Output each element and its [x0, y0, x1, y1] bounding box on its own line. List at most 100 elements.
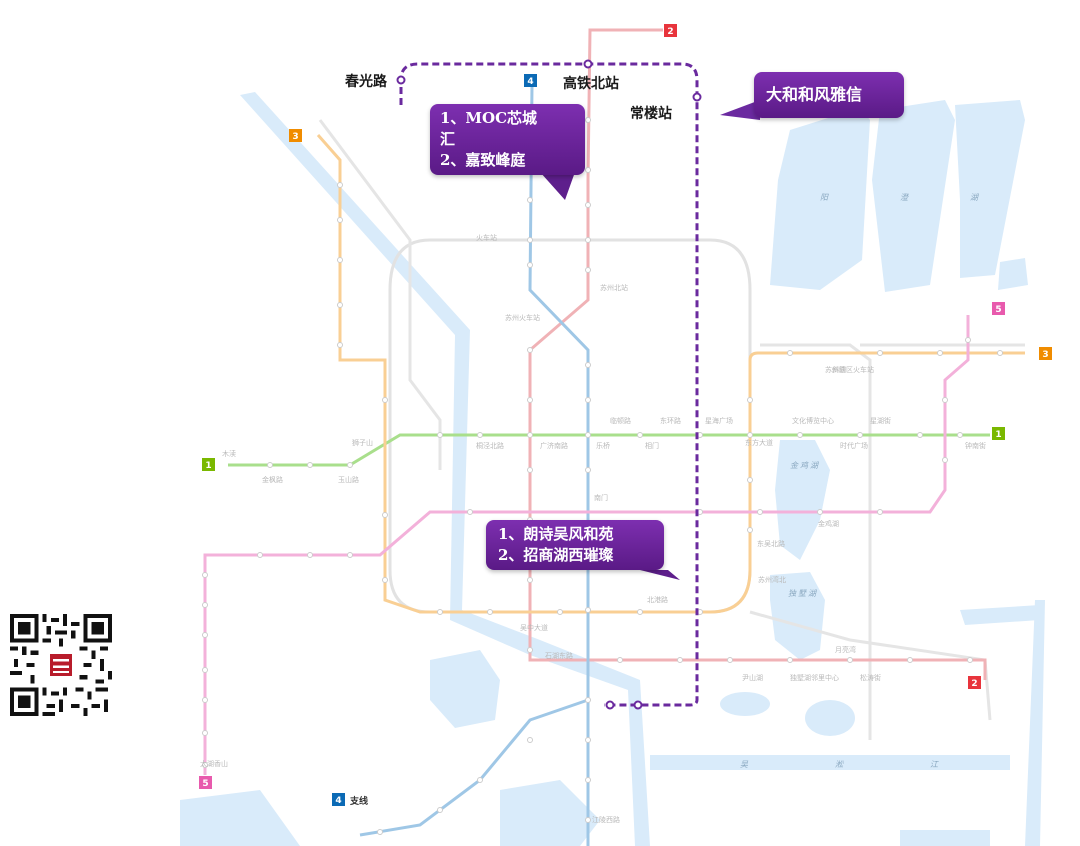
changlou-label: 常楼站 [630, 105, 672, 122]
station-label: 太湖香山 [200, 759, 228, 768]
yangcheng-lake-tip [998, 258, 1028, 290]
line5-badge-west[interactable] [199, 776, 212, 789]
qr-modules [10, 614, 112, 716]
callout-north-line-2: 汇 [440, 130, 456, 148]
station-label: 相门 [645, 441, 659, 450]
station-label: 时代广场 [840, 441, 868, 450]
small-lake-1 [720, 692, 770, 716]
station-label: 石湖东路 [545, 651, 573, 660]
water-label-11: 淞 [835, 760, 844, 769]
jinji-lake [775, 440, 830, 560]
callout-north[interactable]: 1、MOC芯城 汇 2、嘉致峰庭 [430, 104, 585, 175]
line4-badge-north[interactable] [524, 74, 537, 87]
station-label: 苏州湾北 [758, 575, 786, 584]
line1-badge-text: 1 [205, 461, 211, 471]
line4-badge-branch[interactable] [332, 793, 345, 806]
station-label: 金枫路 [262, 475, 283, 484]
line-5 [203, 315, 970, 775]
line2-badge-south[interactable] [968, 676, 981, 689]
grey-line-se [749, 610, 992, 721]
water-se [900, 830, 990, 846]
line4-badge-text: 4 [527, 77, 533, 87]
station-label: 东吴北路 [757, 539, 785, 548]
station-label: 苏州园区火车站 [825, 365, 874, 374]
station-label: 斜塘 [832, 365, 846, 374]
gaotie-dot[interactable] [583, 59, 593, 69]
line2-badge-text: 2 [667, 27, 673, 37]
shihu-lake [430, 650, 500, 728]
station-label: 北港路 [647, 595, 668, 604]
station-label: 松涛街 [860, 673, 881, 682]
station-dots [202, 117, 1003, 835]
station-label: 南门 [594, 493, 608, 502]
south-dot-2[interactable] [633, 700, 643, 710]
yangcheng-lake-part2 [955, 100, 1025, 278]
line5-badge-text: 5 [995, 305, 1001, 315]
water-label-10: 吴 [740, 760, 749, 769]
callout-south[interactable]: 1、朗诗吴风和苑 2、招商湖西璀璨 [486, 520, 664, 570]
line1-badge-east[interactable] [992, 427, 1005, 440]
gaotie-label: 高铁北站 [563, 75, 619, 92]
station-label: 狮子山 [352, 438, 373, 447]
station-label: 临顿路 [610, 416, 631, 425]
station-label: 东方大道 [745, 438, 773, 447]
callout-south-line-2: 2、招商湖西璀璨 [498, 546, 614, 564]
station-label: 苏州北站 [600, 283, 628, 292]
grand-canal [240, 92, 650, 846]
station-label: 广济南路 [540, 441, 568, 450]
station-label: 苏州火车站 [505, 313, 540, 322]
changlou-dot[interactable] [692, 92, 702, 102]
wusong-river [650, 755, 1010, 770]
station-label: 尹山湖 [742, 673, 763, 682]
water-label-4: 金 [790, 461, 799, 470]
callout-north-tail [540, 172, 575, 200]
water-label-12: 江 [930, 760, 939, 769]
taihu-edge-2 [500, 780, 600, 846]
water-label-3: 湖 [970, 193, 980, 202]
water-label-8: 墅 [798, 589, 807, 598]
dushu-lake [770, 572, 825, 660]
line2-badge-text: 2 [971, 679, 977, 689]
station-label: 星海广场 [705, 416, 733, 425]
station-labels: 苏州北站 东方大道 苏州火车站 苏州园区火车站 文化博览中心 时代广场 钟南街 … [200, 233, 986, 824]
line-badges: 1 1 2 2 3 3 4 4 支线 5 5 [199, 24, 1052, 807]
line2-badge-north[interactable] [664, 24, 677, 37]
station-label: 钟南街 [965, 441, 986, 450]
line5-badge-text: 5 [202, 779, 208, 789]
water-label-2: 澄 [900, 193, 909, 202]
water-label-7: 独 [788, 589, 797, 598]
station-label: 火车站 [476, 233, 497, 242]
line3-badge-west[interactable] [289, 129, 302, 142]
station-label: 月亮湾 [835, 645, 856, 654]
small-lake-2 [805, 700, 855, 736]
line1-badge-west[interactable] [202, 458, 215, 471]
station-label: 吴中大道 [520, 623, 548, 632]
line-3 [316, 134, 1025, 614]
chunguang-dot[interactable] [396, 75, 406, 85]
station-label: 玉山路 [338, 475, 359, 484]
station-label: 木渎 [222, 449, 236, 458]
river-se [960, 605, 1040, 625]
station-label: 文化博览中心 [792, 416, 834, 425]
yangcheng-lake-part [872, 100, 955, 292]
water-label-9: 湖 [808, 589, 818, 598]
line-1 [228, 433, 990, 467]
taihu-edge [180, 790, 300, 846]
callout-south-line-1: 1、朗诗吴风和苑 [498, 525, 614, 543]
east-river [1025, 600, 1045, 846]
qr-code [10, 614, 112, 716]
line4-badge-text: 4 [335, 796, 341, 806]
callout-east[interactable]: 大和和风雅信 [754, 72, 904, 118]
highlight-stations [396, 59, 702, 710]
line5-badge-east[interactable] [992, 302, 1005, 315]
station-label: 桐泾北路 [476, 441, 504, 450]
line1-badge-text: 1 [995, 430, 1001, 440]
line3-badge-east[interactable] [1039, 347, 1052, 360]
south-dot-1[interactable] [605, 700, 615, 710]
station-label: 乐桥 [596, 441, 610, 450]
highlight-route [399, 62, 699, 707]
station-label: 江陵西路 [592, 815, 620, 824]
water-label-5: 鸡 [800, 461, 809, 470]
station-label: 独墅湖邻里中心 [790, 673, 839, 682]
